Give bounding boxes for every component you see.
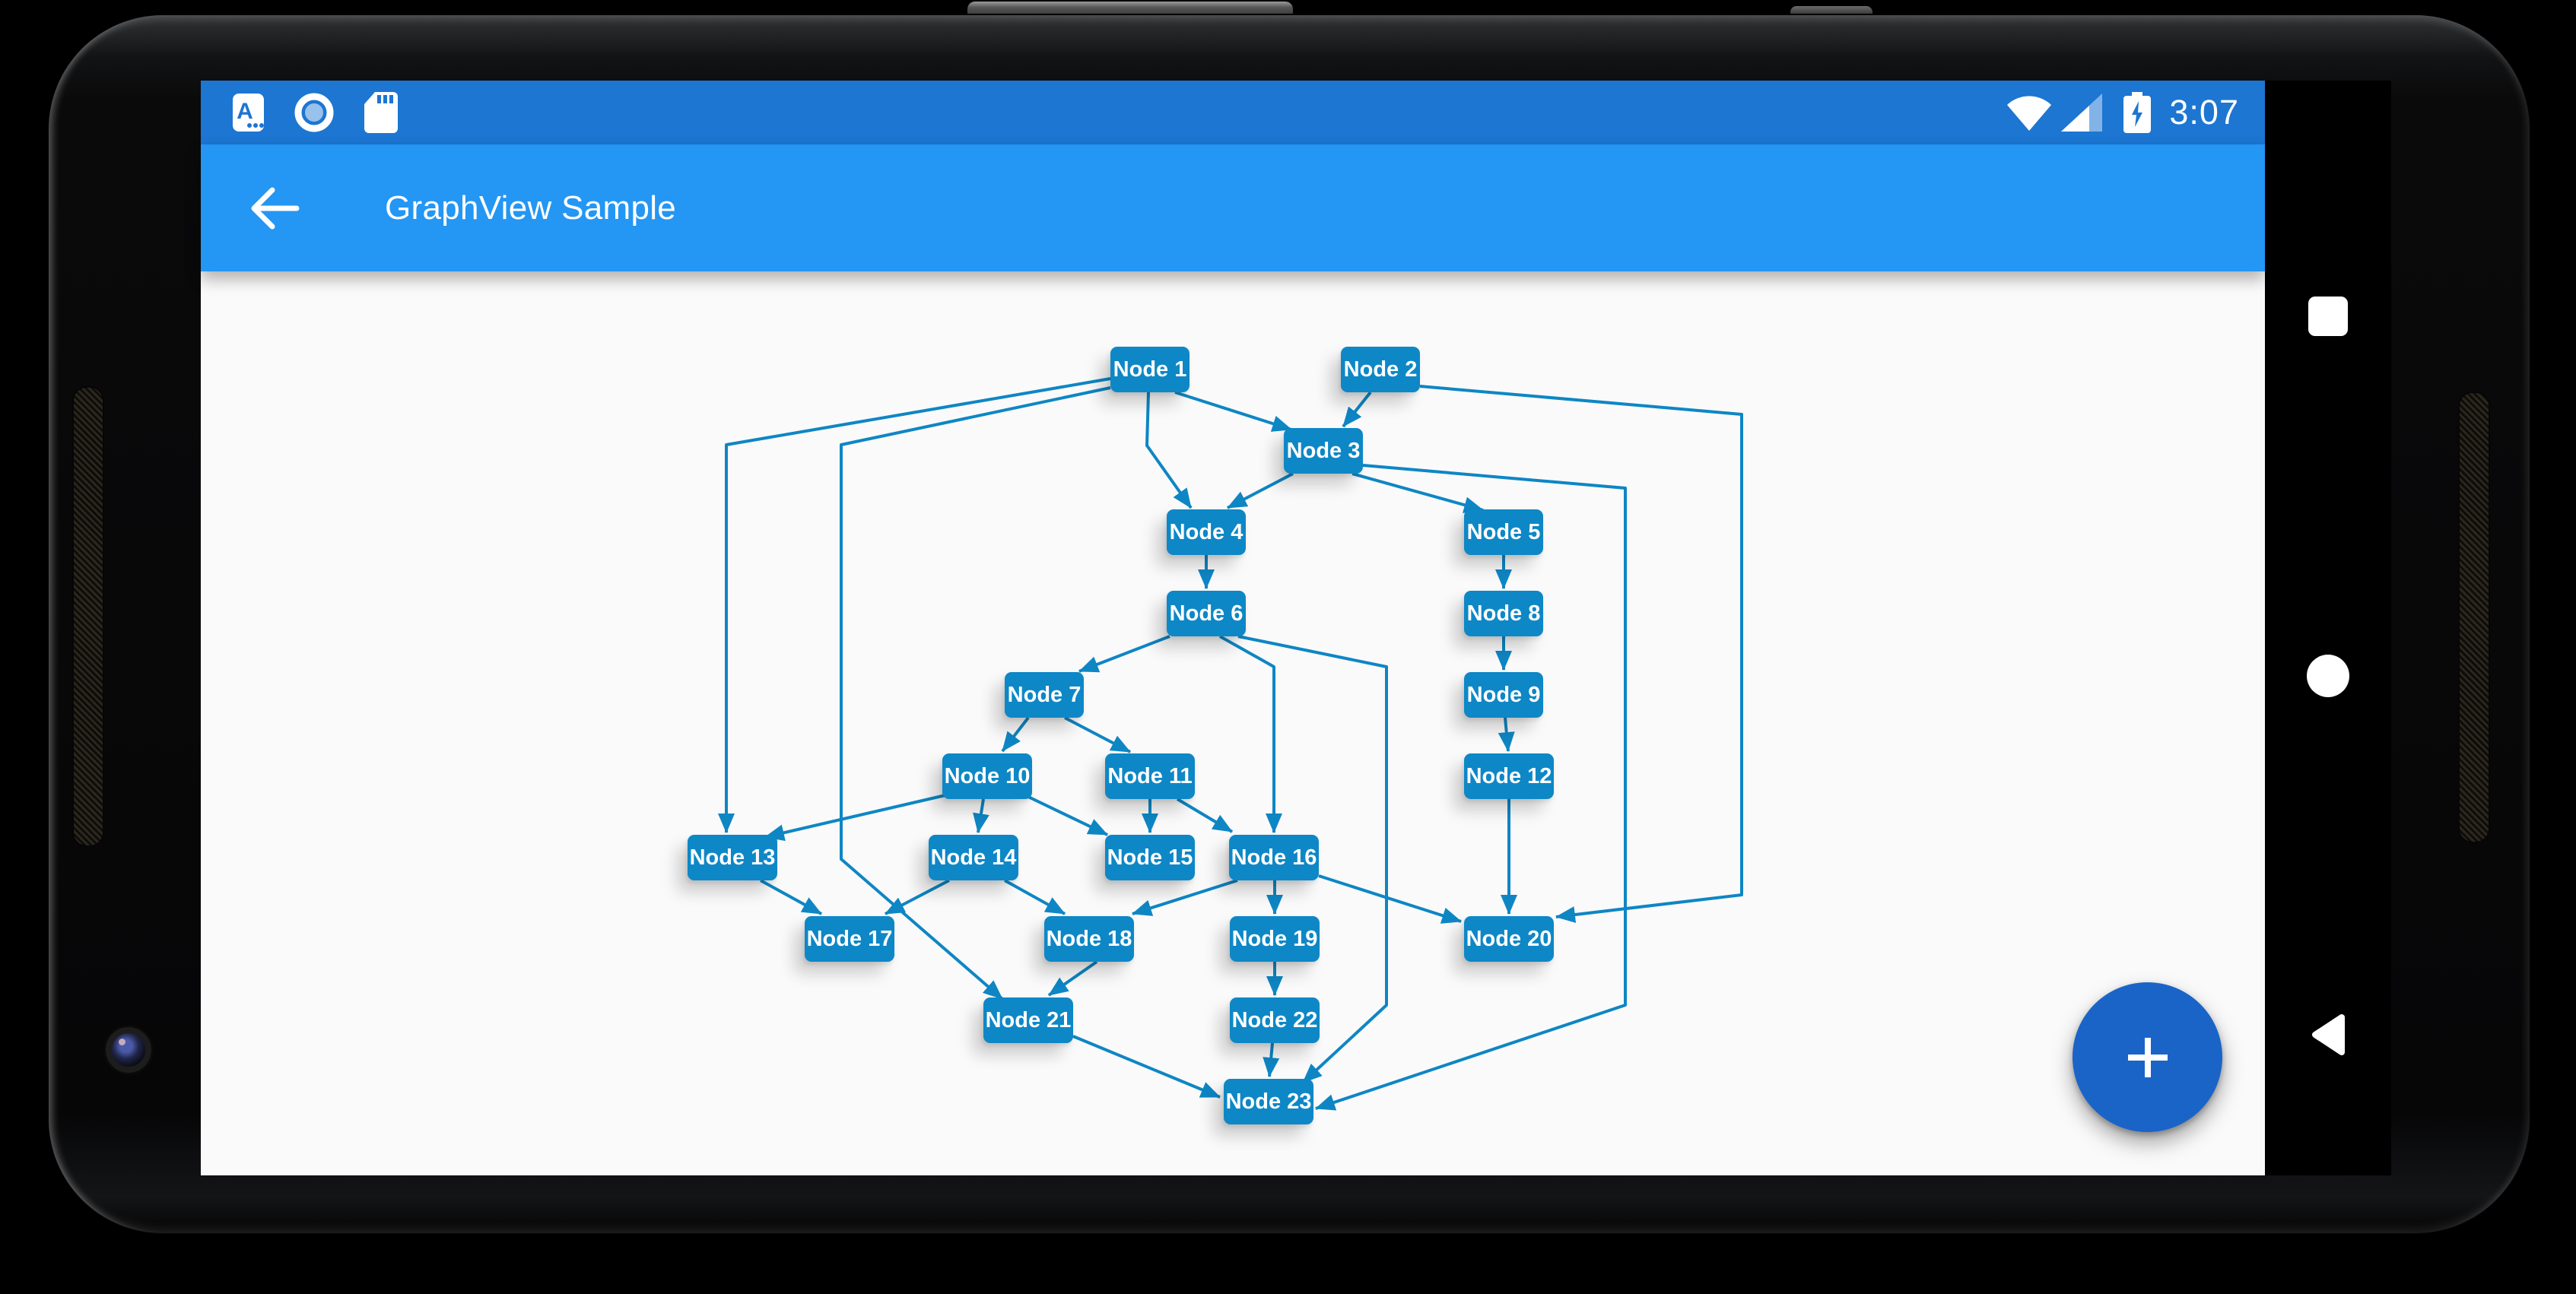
graph-node-7[interactable]: Node 7 [1005, 672, 1084, 718]
graph-node-23[interactable]: Node 23 [1224, 1079, 1313, 1124]
graph-node-17[interactable]: Node 17 [805, 916, 894, 962]
clock: 3:07 [2169, 93, 2239, 132]
arrow-left-icon[interactable] [246, 184, 301, 233]
graph-node-8[interactable]: Node 8 [1464, 591, 1543, 636]
graph-node-4[interactable]: Node 4 [1167, 509, 1246, 555]
graph-node-1[interactable]: Node 1 [1110, 347, 1190, 392]
graph-node-18[interactable]: Node 18 [1044, 916, 1134, 962]
recents-button[interactable] [2305, 293, 2351, 339]
home-button[interactable] [2305, 653, 2351, 699]
graph-node-5[interactable]: Node 5 [1464, 509, 1543, 555]
graph-node-22[interactable]: Node 22 [1230, 997, 1320, 1043]
graph-node-12[interactable]: Node 12 [1464, 753, 1554, 799]
graph-node-2[interactable]: Node 2 [1341, 347, 1420, 392]
triangle-icon [2312, 1014, 2345, 1055]
graph-node-13[interactable]: Node 13 [688, 835, 777, 880]
keyboard-a-icon: A [233, 94, 264, 132]
graph-node-16[interactable]: Node 16 [1229, 835, 1319, 880]
status-bar-notification-icons: A [201, 92, 398, 133]
plus-icon [2127, 1037, 2168, 1077]
graph-node-19[interactable]: Node 19 [1230, 916, 1320, 962]
wifi-icon [2007, 96, 2052, 131]
navigation-bar [2265, 81, 2391, 1175]
app-bar: GraphView Sample [201, 144, 2265, 271]
speaker-grille-icon [2458, 392, 2490, 843]
screen-record-icon [294, 93, 334, 132]
graph-node-10[interactable]: Node 10 [942, 753, 1032, 799]
square-icon [2308, 297, 2348, 336]
graph-node-15[interactable]: Node 15 [1105, 835, 1195, 880]
graph-node-11[interactable]: Node 11 [1105, 753, 1195, 799]
cell-signal-icon [2061, 94, 2103, 132]
graph-node-14[interactable]: Node 14 [929, 835, 1018, 880]
graph-node-3[interactable]: Node 3 [1284, 428, 1363, 474]
sd-card-icon [364, 92, 398, 133]
front-camera-icon [106, 1027, 151, 1073]
graph-node-21[interactable]: Node 21 [983, 997, 1073, 1043]
circle-icon [2307, 654, 2349, 697]
graph-node-20[interactable]: Node 20 [1464, 916, 1554, 962]
status-bar: A [201, 81, 2265, 144]
graph-node-9[interactable]: Node 9 [1464, 672, 1543, 718]
status-bar-system-icons: 3:07 [2005, 92, 2265, 133]
svg-text:A: A [237, 99, 253, 124]
graph-node-6[interactable]: Node 6 [1167, 591, 1246, 636]
speaker-grille-icon [72, 386, 104, 847]
battery-charging-icon [2123, 92, 2152, 133]
back-button[interactable] [2305, 1012, 2351, 1058]
add-node-button[interactable] [2073, 982, 2222, 1132]
page-title: GraphView Sample [385, 189, 677, 227]
